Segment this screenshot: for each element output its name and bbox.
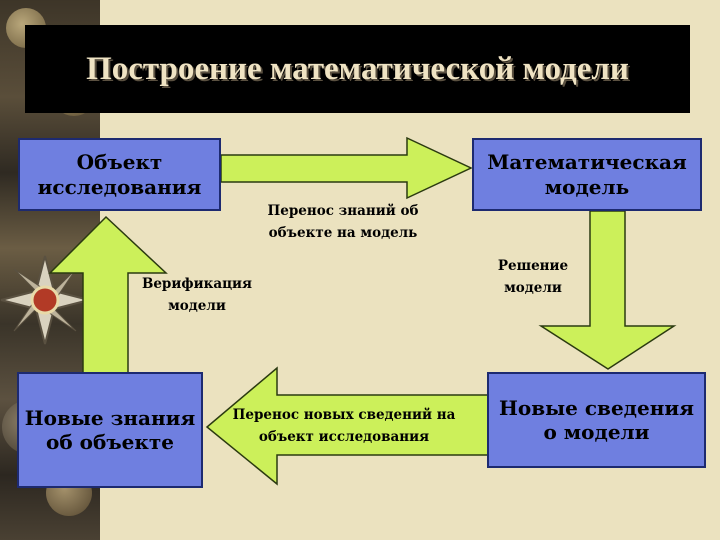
slide-title: Построение математической модели — [86, 51, 629, 87]
arrow-down-solution — [538, 210, 677, 370]
arrow-right-transfer-knowledge — [220, 136, 473, 200]
label-transfer-new-info: Перенос новых сведений на объект исследо… — [232, 407, 456, 445]
box-object: Объект исследования — [18, 138, 221, 211]
box-new-info: Новые сведения о модели — [487, 372, 706, 468]
arrow-left-transfer-new-info — [205, 366, 489, 486]
label-solution: Решение модели — [497, 258, 569, 296]
label-transfer-knowledge: Перенос знаний об объекте на модель — [267, 203, 419, 241]
box-new-knowledge: Новые знания об объекте — [17, 372, 203, 488]
box-math-model: Математическая модель — [472, 138, 702, 211]
label-verification: Верификация модели — [141, 276, 253, 314]
medal-icon — [0, 255, 90, 345]
arrow-up-verification — [48, 215, 168, 374]
title-bar — [25, 25, 690, 113]
